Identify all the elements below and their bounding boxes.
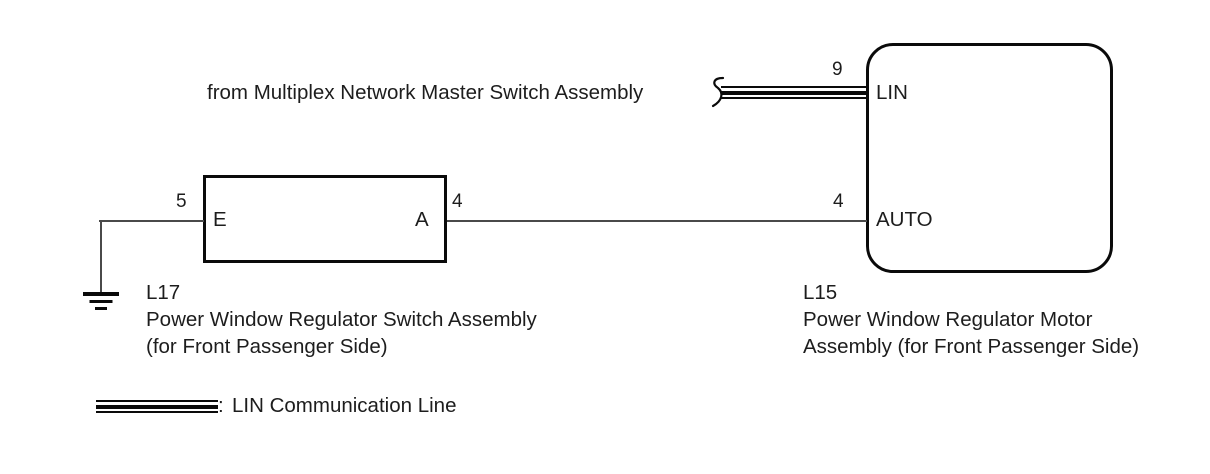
port-label-a: A	[415, 208, 429, 231]
legend-separator: :	[218, 394, 224, 417]
source-label-text: from Multiplex Network Master Switch Ass…	[207, 81, 644, 104]
port-label-e: E	[213, 208, 227, 231]
lin-line-top	[721, 86, 869, 88]
component-name-l15-line2: Assembly (for Front Passenger Side)	[803, 335, 1140, 358]
component-code-l15: L15	[803, 281, 838, 304]
lin-line-middle	[721, 90, 869, 95]
legend-lin-line-swatch	[96, 400, 218, 413]
lin-communication-line-bundle	[721, 86, 869, 99]
pin-number-switch-e-5: 5	[176, 191, 187, 212]
pin-number-auto-4: 4	[833, 191, 844, 212]
legend-line-top	[96, 400, 218, 402]
wire-switch-e-to-ground-horizontal	[99, 220, 204, 222]
component-name-l17-line1: Power Window Regulator Switch Assembly	[146, 308, 537, 331]
ground-bar-1	[83, 292, 119, 296]
ground-symbol-icon	[83, 292, 119, 312]
component-box-switch-assembly	[203, 175, 447, 263]
legend-line-middle	[96, 404, 218, 409]
wire-ground-vertical	[100, 220, 102, 293]
ground-bar-3	[95, 307, 107, 310]
port-label-auto: AUTO	[876, 208, 933, 231]
lin-line-bottom	[721, 97, 869, 99]
ground-bar-2	[89, 300, 113, 303]
port-label-lin: LIN	[876, 81, 908, 104]
pin-number-switch-a-4: 4	[452, 191, 463, 212]
wire-switch-a-to-motor-auto	[447, 220, 867, 222]
legend-text: LIN Communication Line	[232, 394, 457, 417]
component-box-motor-assembly	[866, 43, 1113, 273]
pin-number-lin-9: 9	[832, 59, 843, 80]
wire-break-squiggle-icon	[709, 75, 725, 109]
legend-line-bottom	[96, 411, 218, 413]
component-name-l15-line1: Power Window Regulator Motor	[803, 308, 1093, 331]
component-code-l17: L17	[146, 281, 181, 304]
component-name-l17-line2: (for Front Passenger Side)	[146, 335, 388, 358]
